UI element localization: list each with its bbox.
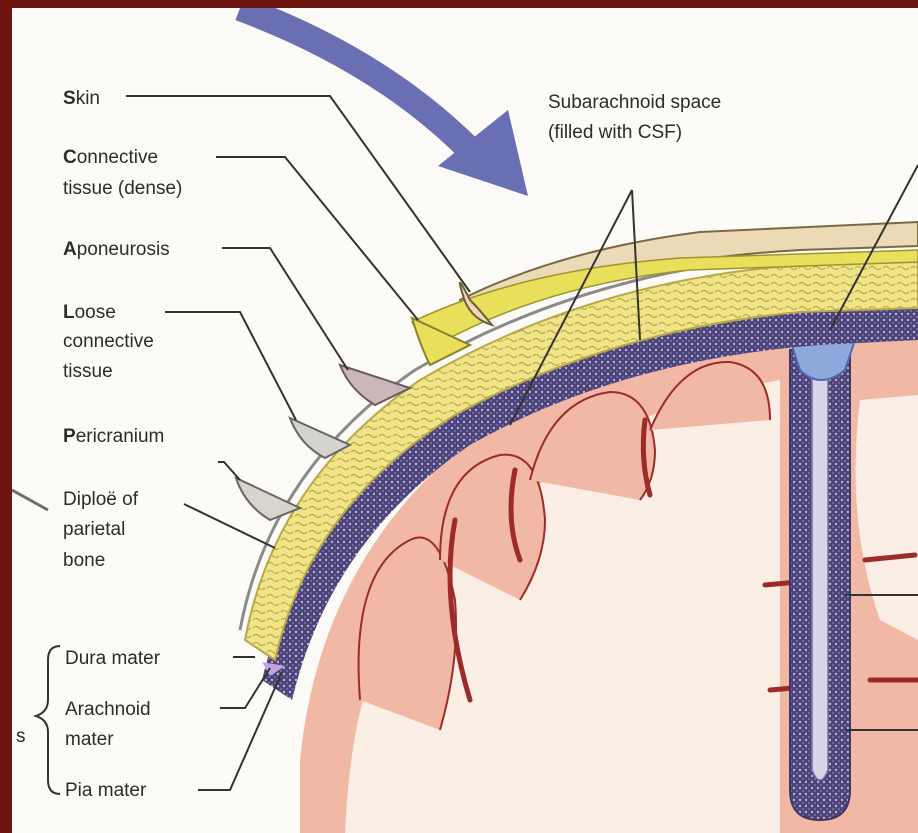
- label-loose-ct-line2: connective: [63, 331, 154, 352]
- label-diploe-line2: parietal: [63, 519, 125, 540]
- label-skin: Skin: [63, 88, 100, 109]
- label-arachnoid-mater-line2: mater: [65, 729, 114, 750]
- meninges-brace: [36, 646, 60, 794]
- label-diploe: Diploë of: [63, 489, 139, 510]
- label-arachnoid-mater: Arachnoid: [65, 699, 151, 720]
- label-connective-tissue: Connective: [63, 147, 158, 168]
- label-subarachnoid-space: Subarachnoid space: [548, 92, 721, 113]
- label-pia-mater: Pia mater: [65, 780, 147, 801]
- label-dura-mater: Dura mater: [65, 648, 161, 669]
- label-diploe-line3: bone: [63, 550, 105, 571]
- left-edge-arrow: [12, 490, 48, 510]
- label-loose-ct-line3: tissue: [63, 361, 113, 382]
- label-connective-tissue-line2: tissue (dense): [63, 178, 182, 199]
- label-aponeurosis: Aponeurosis: [63, 239, 170, 260]
- curved-arrow-shaft: [240, 8, 470, 150]
- label-pericranium: Pericranium: [63, 426, 164, 447]
- label-meninges-fragment: s: [16, 726, 26, 747]
- label-loose-ct: Loose: [63, 302, 116, 323]
- label-subarachnoid-space-line2: (filled with CSF): [548, 122, 682, 143]
- falx-cerebri: [812, 355, 828, 780]
